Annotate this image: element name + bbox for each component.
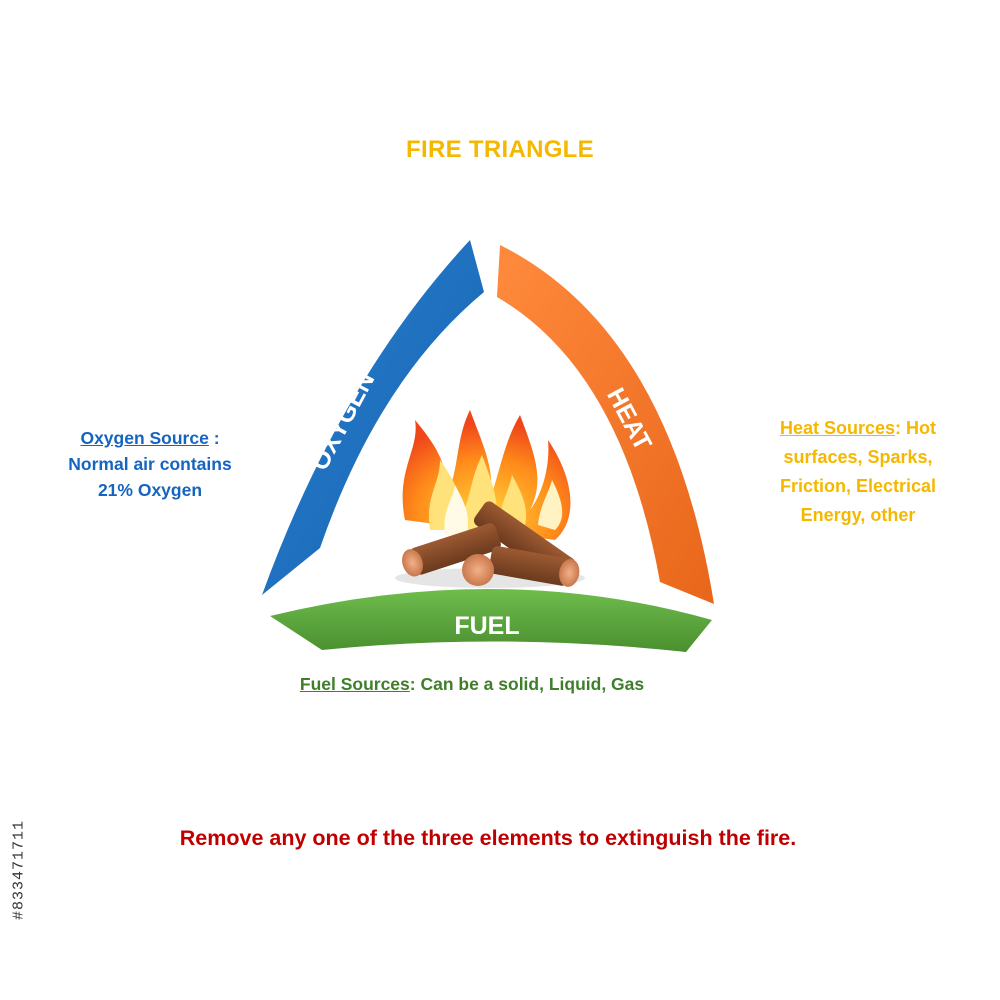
oxygen-side [262, 240, 484, 595]
fuel-side-body [270, 588, 712, 652]
fuel-sources-text: : Can be a solid, Liquid, Gas [409, 674, 645, 694]
stock-id-text: #833471711 [10, 819, 28, 921]
diagram-title: FIRE TRIANGLE [406, 136, 594, 163]
oxygen-source-line2: 21% Oxygen [97, 480, 203, 500]
extinguish-note: Remove any one of the three elements to … [179, 826, 797, 850]
campfire-icon [395, 410, 585, 588]
oxygen-source-info: Oxygen Source : Normal air contains 21% … [40, 425, 260, 503]
fuel-sources-info: Fuel Sources: Can be a solid, Liquid, Ga… [0, 674, 944, 695]
stock-id-watermark: #833471711 [8, 770, 30, 970]
heat-side [497, 245, 714, 604]
heat-sources-text: : Hot surfaces, Sparks, Friction, Electr… [779, 418, 937, 525]
fuel-sources-heading: Fuel Sources [299, 674, 410, 694]
heat-sources-info: Heat Sources: Hot surfaces, Sparks, Fric… [758, 414, 958, 530]
heat-sources-heading: Heat Sources [779, 418, 896, 438]
oxygen-source-separator: : [208, 428, 220, 448]
oxygen-source-heading: Oxygen Source [80, 428, 209, 448]
oxygen-source-line1: Normal air contains [68, 454, 232, 474]
fuel-label: FUEL [454, 612, 519, 640]
